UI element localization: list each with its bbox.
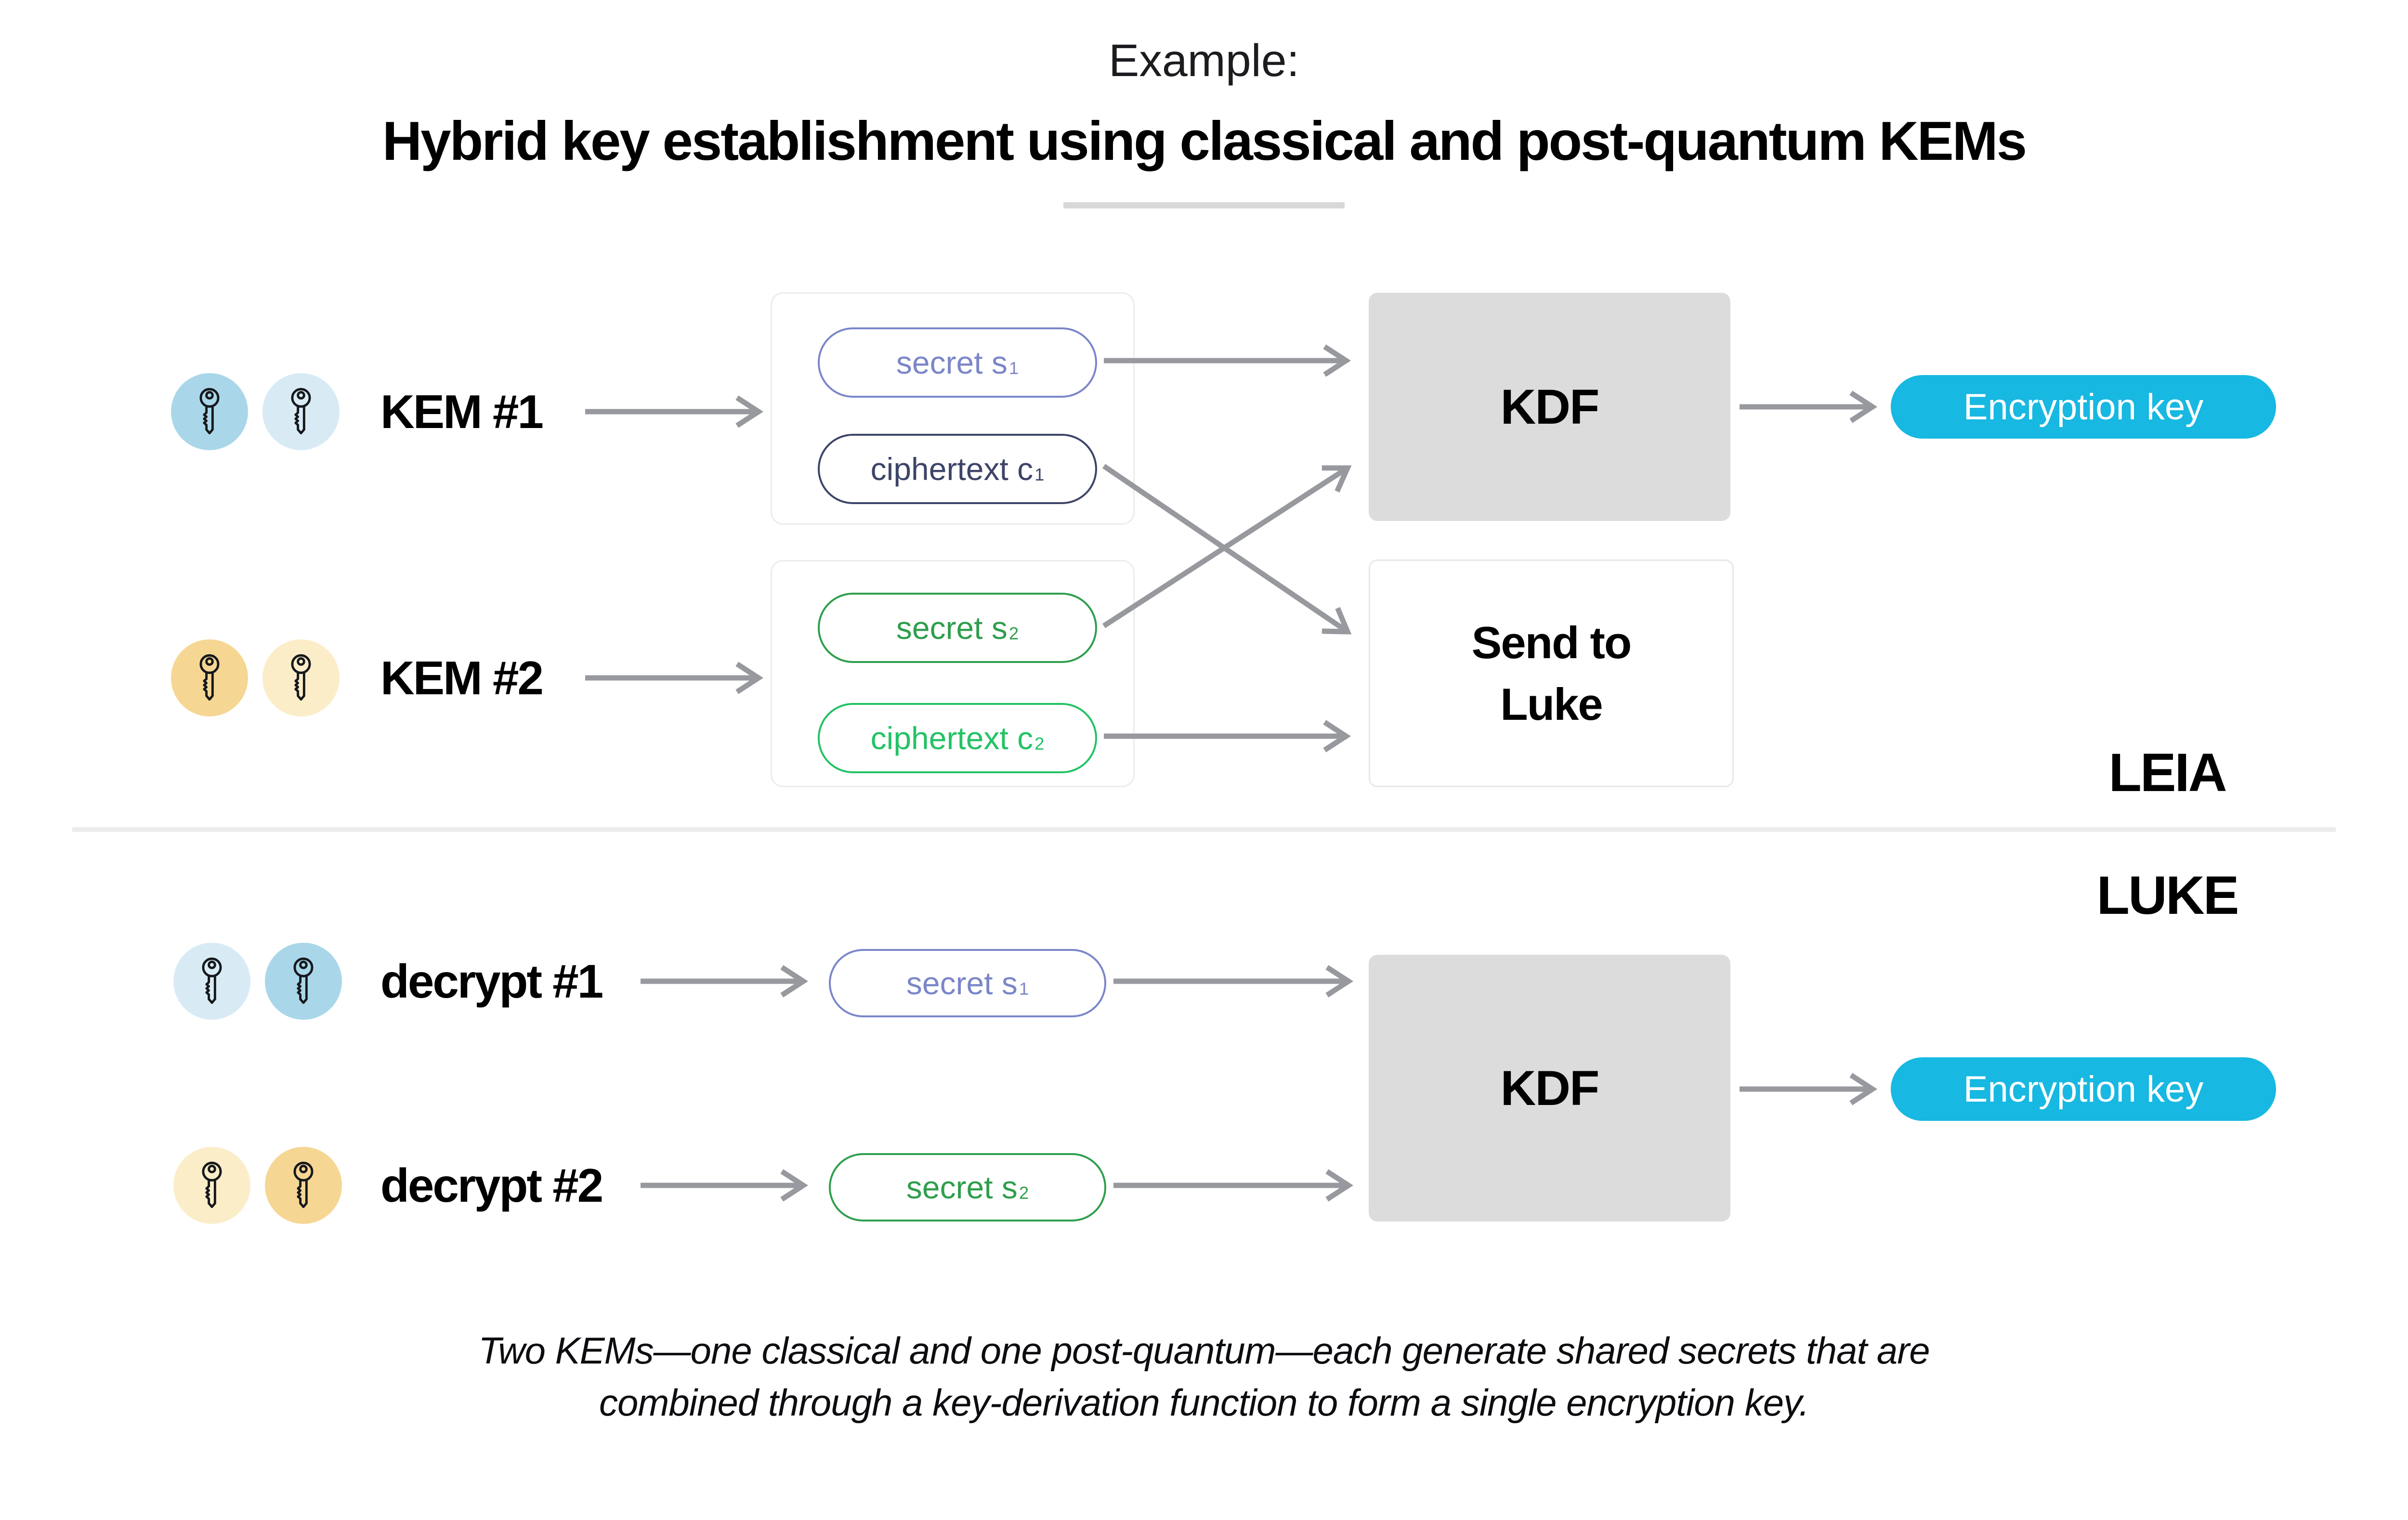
title-underline	[1063, 202, 1345, 208]
luke-encryption-key-label: Encryption key	[1963, 1068, 2204, 1110]
luke-secret-s2-text: secret s	[906, 1169, 1018, 1205]
kem1-label: KEM #1	[380, 385, 544, 438]
key-icon	[196, 956, 228, 1006]
kem2-label: KEM #2	[380, 651, 544, 704]
decrypt1-private-key-badge	[265, 943, 342, 1020]
arrow-ciphertext-c1-to-send	[1102, 464, 1352, 635]
leia-kdf-box: KDF	[1369, 293, 1730, 521]
secret-s1-text: secret s	[896, 345, 1008, 380]
secret-s2-text: secret s	[896, 610, 1008, 646]
decrypt2-label: decrypt #2	[380, 1158, 603, 1212]
leia-encryption-key-pill: Encryption key	[1891, 375, 2276, 439]
leia-luke-divider	[72, 827, 2336, 832]
ciphertext-c2-text: ciphertext c	[870, 720, 1034, 756]
leia-kdf-label: KDF	[1500, 379, 1600, 434]
leia-encryption-key-label: Encryption key	[1963, 386, 2204, 428]
leia-section-label: LEIA	[2108, 742, 2227, 803]
luke-section-label: LUKE	[2096, 865, 2239, 925]
ciphertext-c1-text: ciphertext c	[870, 451, 1034, 487]
key-icon	[287, 956, 320, 1006]
kem1-private-key-badge	[171, 373, 248, 450]
key-icon	[196, 1160, 228, 1210]
key-icon	[193, 653, 226, 703]
kem2-private-key-badge	[171, 639, 248, 716]
luke-encryption-key-pill: Encryption key	[1891, 1057, 2276, 1121]
decrypt1-label: decrypt #1	[380, 954, 603, 1008]
luke-kdf-box: KDF	[1369, 955, 1730, 1221]
caption-line1: Two KEMs—one classical and one post-quan…	[478, 1329, 1930, 1372]
key-icon	[193, 387, 226, 437]
decrypt2-public-key-badge	[173, 1147, 250, 1224]
caption-line2: combined through a key-derivation functi…	[599, 1381, 1809, 1424]
key-icon	[285, 387, 317, 437]
decrypt2-private-key-badge	[265, 1147, 342, 1224]
title-eyebrow: Example:	[1108, 35, 1299, 86]
kem2-public-key-badge	[262, 639, 340, 716]
send-to-luke-line2: Luke	[1500, 678, 1603, 729]
page-title: Hybrid key establishment using classical…	[382, 111, 2027, 172]
key-icon	[285, 653, 317, 703]
key-icon	[287, 1160, 320, 1210]
caption: Two KEMs—one classical and one post-quan…	[0, 1325, 2408, 1429]
send-to-luke-box: Send to Luke	[1369, 559, 1734, 787]
send-to-luke-line1: Send to	[1471, 617, 1632, 668]
luke-secret-s1-text: secret s	[906, 965, 1018, 1001]
luke-kdf-label: KDF	[1500, 1060, 1600, 1116]
decrypt1-public-key-badge	[173, 943, 250, 1020]
kem1-public-key-badge	[262, 373, 340, 450]
arrow-secret-s2-to-kdf	[1102, 465, 1352, 628]
